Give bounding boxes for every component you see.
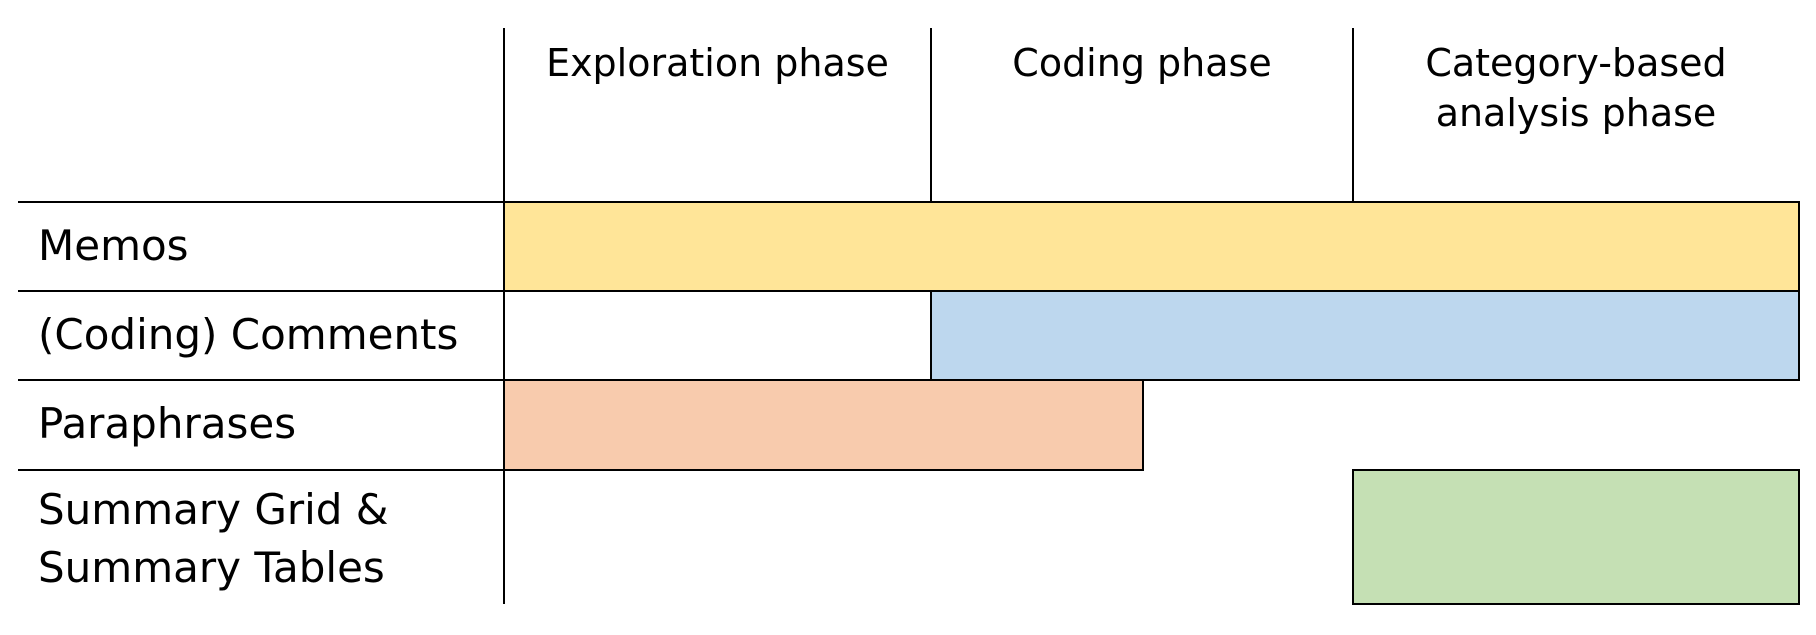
memos-bar	[503, 201, 1800, 292]
summary-grid-bar	[1352, 469, 1800, 605]
row-label-summary-grid: Summary Grid & Summary Tables	[38, 485, 389, 592]
paraphrases-bar	[503, 379, 1144, 471]
coding-comments-bar	[930, 290, 1800, 381]
phase-header-category-analysis: Category-based analysis phase	[1425, 41, 1727, 135]
row-label-memos: Memos	[38, 221, 189, 270]
phase-header-exploration: Exploration phase	[546, 41, 889, 85]
row-label-paraphrases: Paraphrases	[38, 399, 297, 448]
row-label-coding-comments: (Coding) Comments	[38, 310, 459, 359]
phase-header-coding: Coding phase	[1012, 41, 1272, 85]
